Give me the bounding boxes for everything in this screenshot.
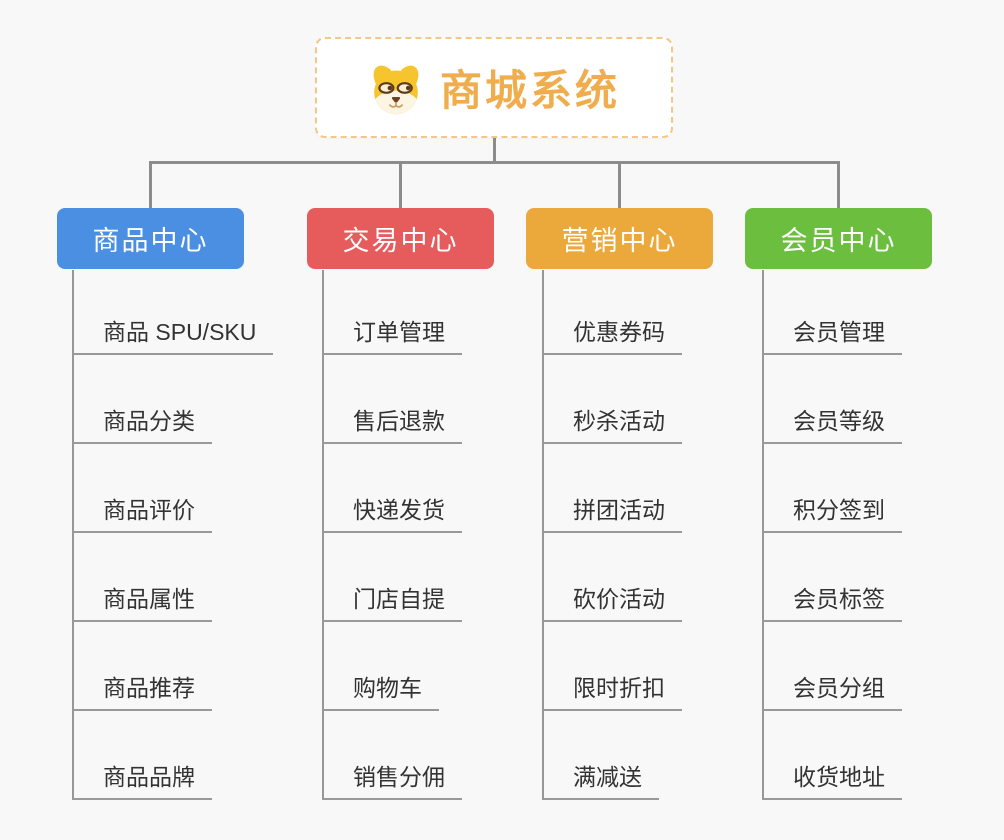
- node-item[interactable]: 销售分佣: [322, 762, 462, 800]
- connector-root-vertical: [493, 138, 496, 163]
- node-item[interactable]: 秒杀活动: [542, 406, 682, 444]
- node-item[interactable]: 商品品牌: [72, 762, 212, 800]
- node-item[interactable]: 商品属性: [72, 584, 212, 622]
- root-node[interactable]: 商城系统: [315, 37, 673, 138]
- node-item[interactable]: 会员标签: [762, 584, 902, 622]
- node-item[interactable]: 收货地址: [762, 762, 902, 800]
- connector-drop-trade: [399, 161, 402, 210]
- node-item[interactable]: 快递发货: [322, 495, 462, 533]
- node-item[interactable]: 商品 SPU/SKU: [72, 317, 274, 355]
- node-item[interactable]: 会员分组: [762, 673, 902, 711]
- node-item[interactable]: 会员等级: [762, 406, 902, 444]
- node-item[interactable]: 满减送: [542, 762, 659, 800]
- root-title: 商城系统: [439, 67, 620, 114]
- node-item[interactable]: 购物车: [322, 673, 439, 711]
- node-item[interactable]: 优惠券码: [542, 317, 682, 355]
- connector-trunk-horizontal: [149, 161, 840, 164]
- node-item[interactable]: 会员管理: [762, 317, 902, 355]
- node-item[interactable]: 积分签到: [762, 495, 902, 533]
- branch-header-trade-center[interactable]: 交易中心: [307, 208, 494, 269]
- node-item[interactable]: 商品推荐: [72, 673, 212, 711]
- node-item[interactable]: 商品分类: [72, 406, 212, 444]
- connector-drop-marketing: [618, 161, 621, 210]
- node-item[interactable]: 砍价活动: [542, 584, 682, 622]
- dog-face-icon: [373, 65, 419, 114]
- node-item[interactable]: 商品评价: [72, 495, 212, 533]
- node-item[interactable]: 拼团活动: [542, 495, 682, 533]
- node-item[interactable]: 售后退款: [322, 406, 462, 444]
- node-item[interactable]: 门店自提: [322, 584, 462, 622]
- connector-drop-member: [837, 161, 840, 210]
- branch-header-marketing-center[interactable]: 营销中心: [526, 208, 713, 269]
- branch-header-member-center[interactable]: 会员中心: [745, 208, 932, 269]
- node-item[interactable]: 限时折扣: [542, 673, 682, 711]
- node-item[interactable]: 订单管理: [322, 317, 462, 355]
- branch-header-product-center[interactable]: 商品中心: [57, 208, 244, 269]
- connector-drop-product: [149, 161, 152, 210]
